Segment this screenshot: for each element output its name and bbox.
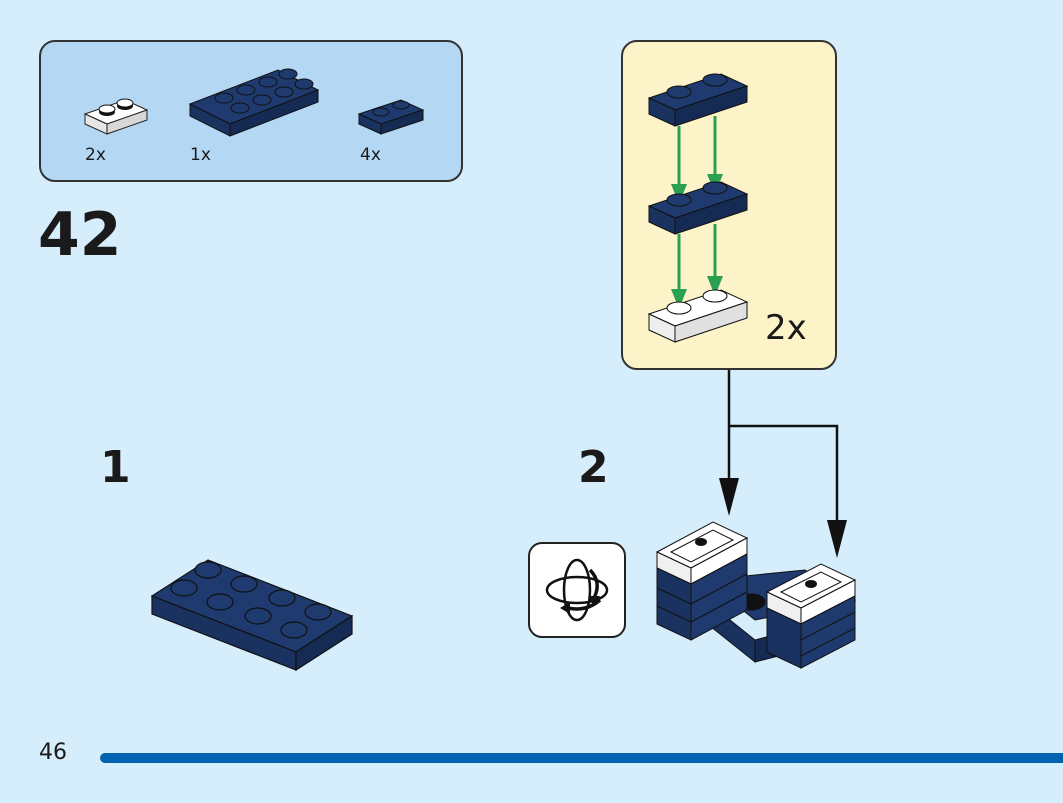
part-quantity: 2x bbox=[85, 145, 106, 165]
page-number: 46 bbox=[39, 740, 67, 765]
sub-assembly-box: 2x bbox=[621, 40, 837, 370]
part-white-1x2-plate bbox=[83, 98, 149, 135]
footer-bar bbox=[100, 753, 1063, 763]
parts-list-box: 2x 1x 4x bbox=[39, 40, 463, 182]
part-blue-1x2-plate bbox=[357, 99, 425, 135]
part-blue-2x4-plate bbox=[188, 68, 320, 137]
sub-assembly-quantity: 2x bbox=[765, 308, 807, 348]
part-quantity: 1x bbox=[190, 145, 211, 165]
step-2-model bbox=[655, 521, 857, 669]
step-number: 2 bbox=[578, 442, 609, 493]
step-1-blue-2x4-plate bbox=[150, 559, 354, 672]
part-quantity: 4x bbox=[360, 145, 381, 165]
step-number: 1 bbox=[100, 442, 131, 493]
step-group-number: 42 bbox=[38, 200, 122, 270]
sub-assembly-illustration bbox=[647, 73, 749, 343]
rotate-model-icon bbox=[528, 542, 626, 638]
placement-arrows bbox=[719, 370, 847, 558]
